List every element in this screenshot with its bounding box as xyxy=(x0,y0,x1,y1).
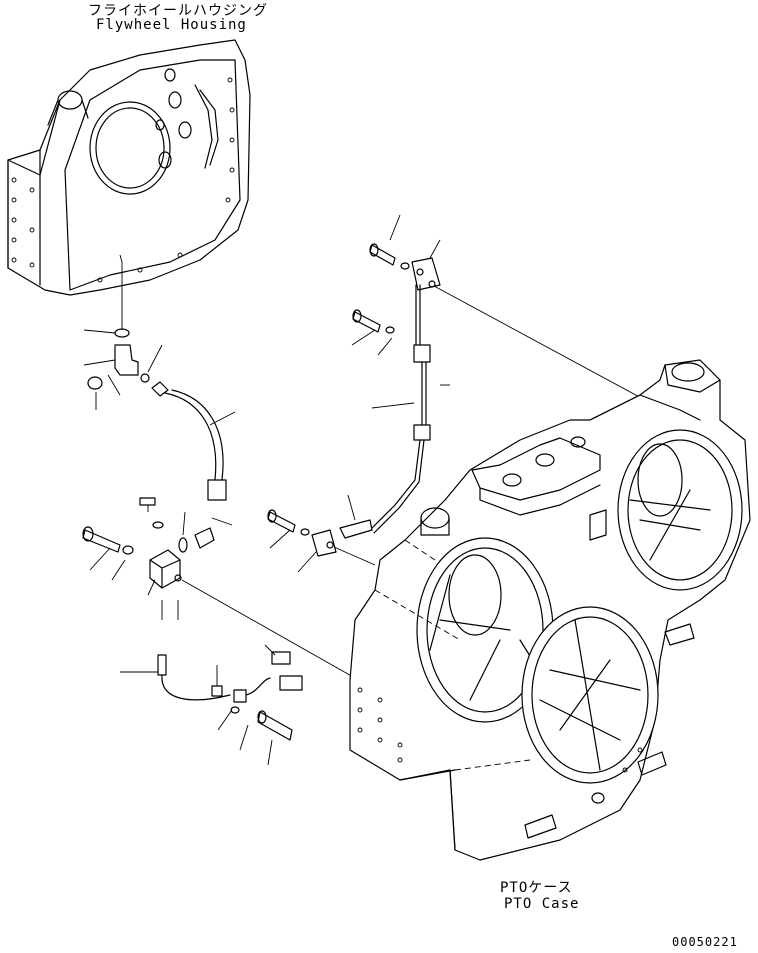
pto-case xyxy=(349,359,751,861)
flywheel-housing-label-en: Flywheel Housing xyxy=(96,17,247,33)
fitting-group-upper xyxy=(83,262,236,501)
pto-case-label-jp: PTOケース xyxy=(500,880,573,896)
sensor-harness xyxy=(120,644,303,766)
drawing-number: 00050221 xyxy=(672,935,738,949)
flywheel-housing xyxy=(7,39,251,296)
bolt-center xyxy=(267,509,376,573)
pto-case-label-en: PTO Case xyxy=(504,896,580,912)
flywheel-housing-label-jp: フライホイールハウジング xyxy=(88,3,268,19)
fitting-group-lower xyxy=(82,497,356,679)
